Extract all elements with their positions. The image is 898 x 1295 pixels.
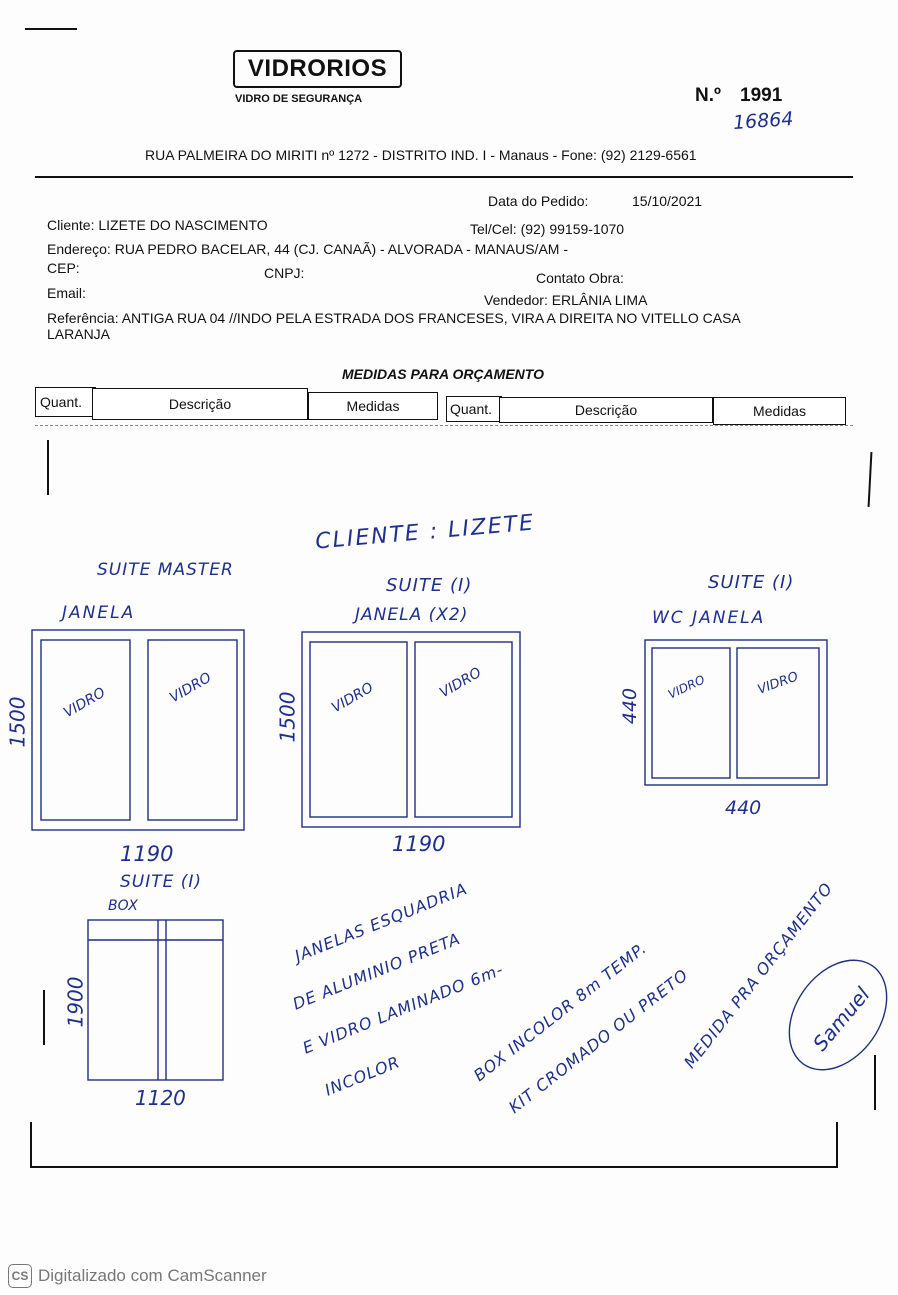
bottom-frame [30,1122,838,1168]
window3-width: 440 [725,797,762,819]
margin-stroke [43,990,45,1045]
window2-height: 1500 [275,691,300,743]
window2-width: 1190 [392,832,446,856]
email-label: Email: [47,285,86,301]
box-subtitle: BOX [108,898,138,914]
corner-mark [25,28,77,30]
scanner-text: Digitalizado com CamScanner [38,1266,267,1285]
camscanner-icon: CS [8,1264,32,1288]
scanner-watermark: CS Digitalizado com CamScanner [8,1264,267,1288]
window3-height: 440 [619,687,642,725]
client-name: Cliente: LIZETE DO NASCIMENTO [47,217,268,233]
contact-label: Contato Obra: [536,270,624,286]
window2-drawing [301,631,521,828]
window1-title: SUITE MASTER [97,560,234,580]
window1-height: 1500 [5,696,30,748]
cep-label: CEP: [47,260,80,276]
box-title: SUITE (I) [120,872,203,892]
column-header: Quant. [35,387,96,417]
box-width: 1120 [135,1086,186,1110]
client-address: Endereço: RUA PEDRO BACELAR, 44 (CJ. CAN… [47,241,568,257]
window1-subtitle: JANELA [62,603,136,623]
table-title: MEDIDAS PARA ORÇAMENTO [342,366,544,382]
logo-subtitle: VIDRO DE SEGURANÇA [235,93,363,105]
date-value: 15/10/2021 [632,193,703,209]
window3-title: SUITE (I) [708,572,795,593]
company-address: RUA PALMEIRA DO MIRITI nº 1272 - DISTRIT… [145,147,697,163]
window3-subtitle: WC JANELA [652,608,766,628]
column-header: Quant. [446,396,502,422]
window1-drawing [31,629,245,831]
reference-line2: LARANJA [47,326,111,342]
column-header: Descrição [92,388,308,420]
cnpj-label: CNPJ: [264,265,305,281]
header-divider [35,176,853,178]
column-header: Medidas [308,392,438,420]
box-drawing [87,919,224,1081]
window2-title: SUITE (I) [386,575,473,596]
client-phone: Tel/Cel: (92) 99159-1070 [470,221,625,237]
window1-width: 1190 [120,842,174,866]
column-header: Descrição [499,397,713,423]
table-header: Quant. Descrição Medidas Quant. Descriçã… [35,387,847,425]
signature-circle [788,959,888,1071]
box-height: 1900 [63,976,88,1028]
column-header: Medidas [713,397,846,425]
margin-stroke [874,1055,876,1110]
window2-subtitle: JANELA (X2) [355,605,469,625]
seller: Vendedor: ERLÂNIA LIMA [484,292,648,308]
table-divider [35,425,853,426]
date-label: Data do Pedido: [488,193,589,209]
order-number-label: N.º [695,85,721,106]
order-number: 1991 [740,85,783,106]
reference-line1: Referência: ANTIGA RUA 04 //INDO PELA ES… [47,310,741,326]
margin-stroke [47,440,49,495]
window3-drawing [644,639,828,786]
company-logo: VIDRORIOS [233,50,402,88]
